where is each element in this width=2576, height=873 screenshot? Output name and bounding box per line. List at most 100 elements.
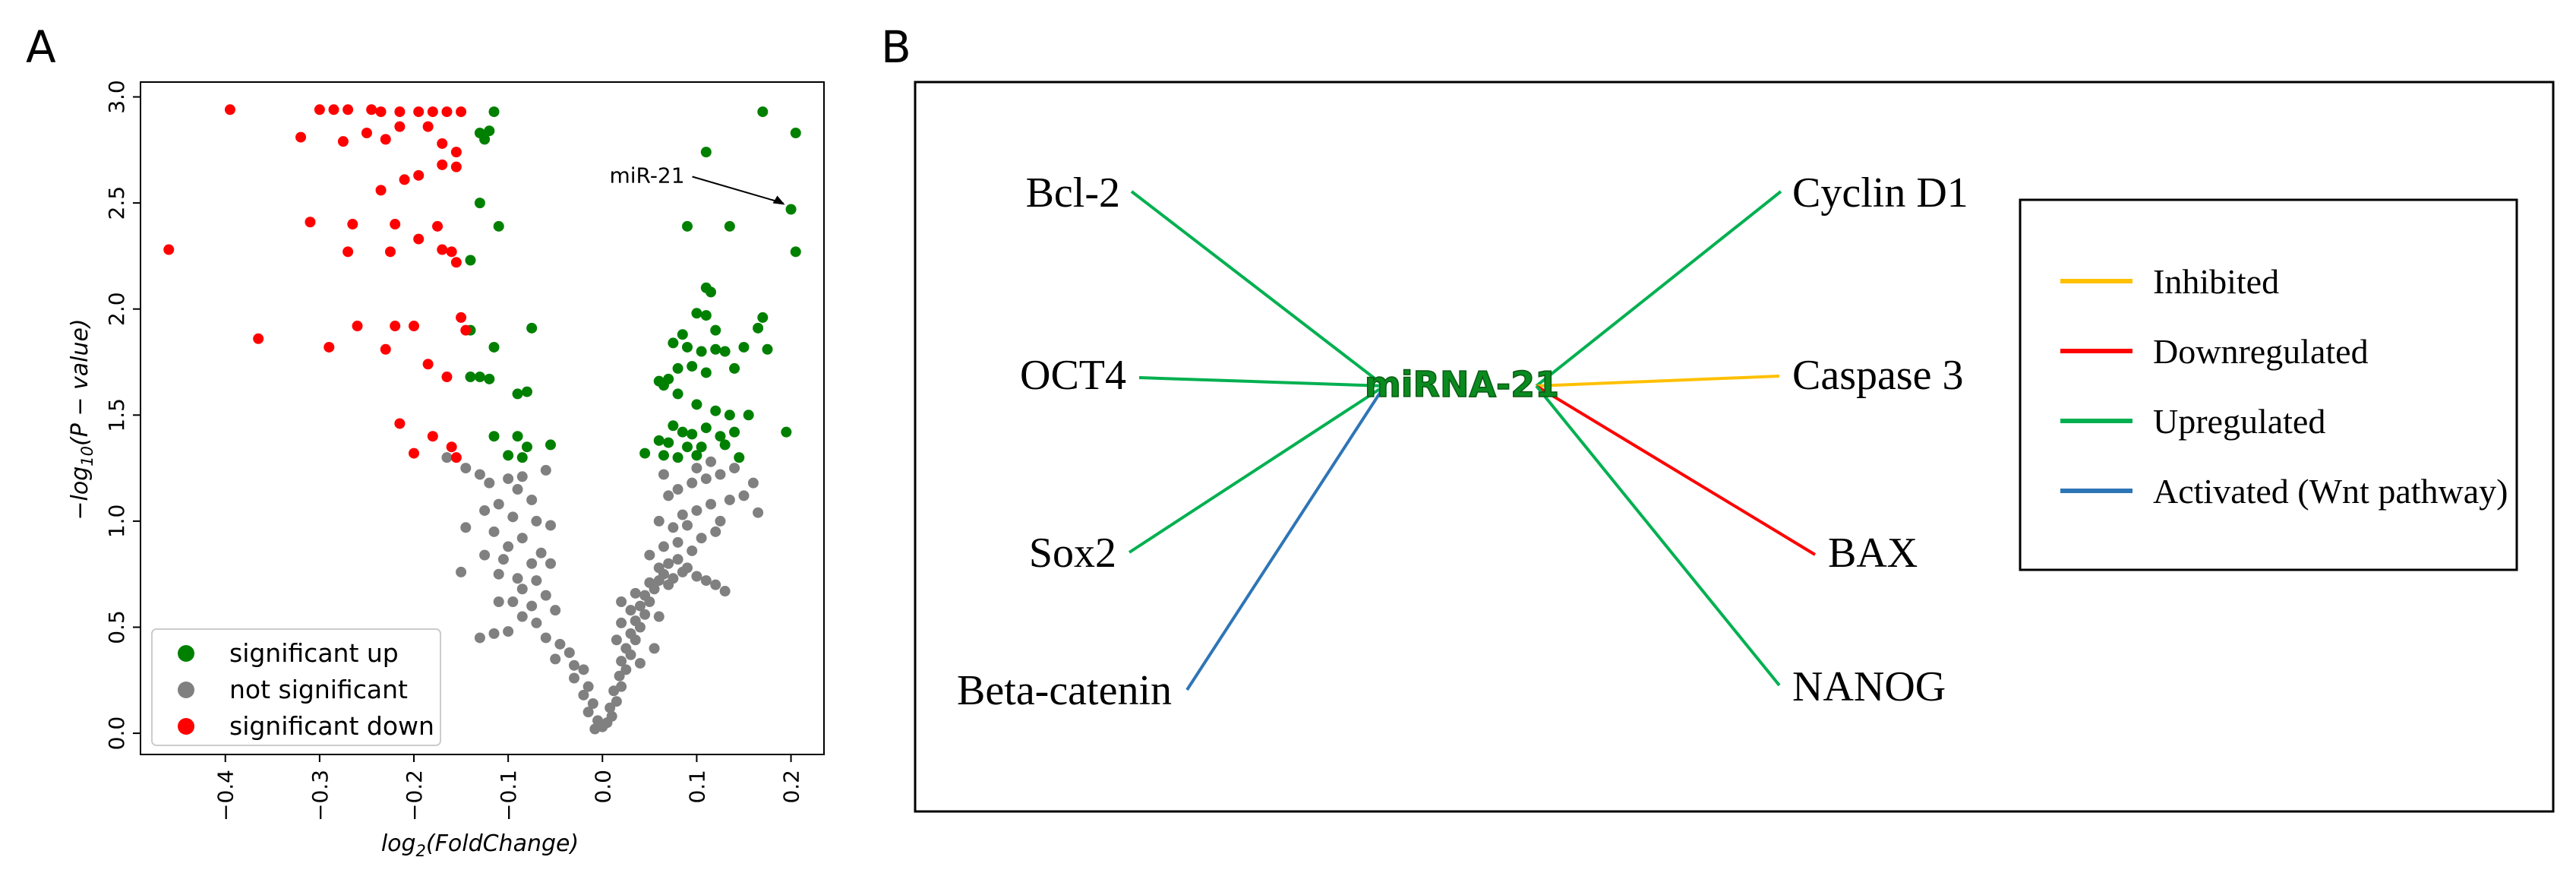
data-point	[724, 220, 735, 232]
data-point	[516, 471, 528, 482]
data-point	[625, 605, 636, 616]
data-point	[413, 233, 425, 245]
y-tick-label: 2.0	[104, 292, 129, 326]
data-point	[465, 255, 476, 266]
data-point	[729, 463, 740, 474]
data-point	[682, 341, 693, 353]
data-point	[545, 558, 556, 569]
data-point	[488, 628, 500, 639]
annotation-arrowhead	[772, 195, 785, 205]
data-point	[653, 435, 665, 446]
y-tick-label: 1.5	[104, 398, 129, 432]
data-point	[540, 632, 551, 644]
data-point	[668, 522, 679, 533]
data-point	[488, 106, 500, 118]
data-point	[446, 441, 457, 453]
data-point	[526, 558, 538, 569]
data-point	[460, 463, 472, 474]
gene-node: Beta-catenin	[957, 667, 1172, 714]
data-point	[719, 346, 731, 357]
data-point	[516, 584, 528, 595]
data-point	[715, 431, 726, 442]
data-point	[531, 575, 542, 587]
data-point	[616, 617, 627, 628]
data-point	[493, 596, 504, 607]
data-point	[488, 341, 500, 353]
data-point	[753, 507, 764, 518]
data-point	[706, 286, 717, 298]
data-point	[550, 605, 561, 616]
data-point	[644, 549, 655, 561]
data-point	[644, 577, 655, 588]
data-point	[427, 106, 438, 118]
data-point	[535, 547, 547, 558]
data-point	[516, 533, 528, 544]
legend-label: Downregulated	[2153, 332, 2369, 371]
data-point	[663, 558, 674, 569]
data-point	[729, 362, 740, 374]
data-point	[545, 520, 556, 531]
edge-line	[1128, 384, 1386, 554]
data-point	[729, 426, 740, 438]
data-point	[493, 498, 504, 510]
data-point	[658, 469, 669, 480]
data-point	[394, 106, 406, 118]
data-point	[658, 541, 669, 552]
data-point	[677, 509, 688, 520]
data-point	[663, 437, 674, 448]
data-point	[394, 121, 406, 132]
data-point	[460, 324, 472, 336]
data-point	[526, 494, 538, 505]
data-point	[503, 450, 514, 461]
data-point	[634, 657, 646, 669]
gene-node: OCT4	[1020, 352, 1126, 399]
data-point	[658, 380, 669, 391]
y-tick-label: 0.0	[104, 716, 129, 751]
data-point	[554, 638, 566, 650]
data-point	[479, 505, 491, 516]
data-point	[569, 672, 580, 684]
data-point	[639, 609, 651, 620]
data-point	[710, 324, 721, 336]
data-point	[738, 490, 750, 501]
data-point	[790, 246, 801, 258]
legend-marker	[178, 645, 194, 662]
data-point	[474, 469, 485, 480]
legend-box	[151, 628, 441, 746]
data-point	[456, 566, 467, 577]
data-point	[734, 452, 745, 463]
data-point	[545, 439, 556, 451]
panel-a-letter: A	[26, 21, 56, 73]
data-point	[422, 121, 434, 132]
data-point	[465, 372, 476, 383]
legend-label: Inhibited	[2153, 262, 2279, 301]
data-point	[719, 586, 731, 597]
data-point	[512, 431, 523, 442]
gene-node: NANOG	[1792, 663, 1946, 710]
data-point	[724, 410, 735, 421]
data-point	[413, 169, 425, 181]
data-point	[672, 484, 683, 495]
data-point	[587, 697, 598, 709]
data-point	[314, 104, 325, 115]
data-point	[446, 246, 457, 258]
annotation-label: miR-21	[609, 163, 684, 188]
data-point	[668, 420, 679, 432]
legend-label: significant down	[229, 711, 434, 741]
data-point	[724, 494, 735, 505]
data-point	[343, 246, 354, 258]
x-tick-label: 0.2	[779, 770, 804, 804]
data-point	[672, 554, 683, 565]
data-point	[616, 681, 627, 692]
data-point	[653, 562, 665, 574]
data-point	[441, 452, 453, 463]
data-point	[375, 185, 387, 196]
data-point	[743, 410, 754, 421]
data-point	[474, 372, 485, 383]
data-point	[682, 220, 693, 232]
data-point	[691, 308, 702, 319]
data-point	[696, 533, 707, 544]
data-point	[479, 549, 491, 561]
